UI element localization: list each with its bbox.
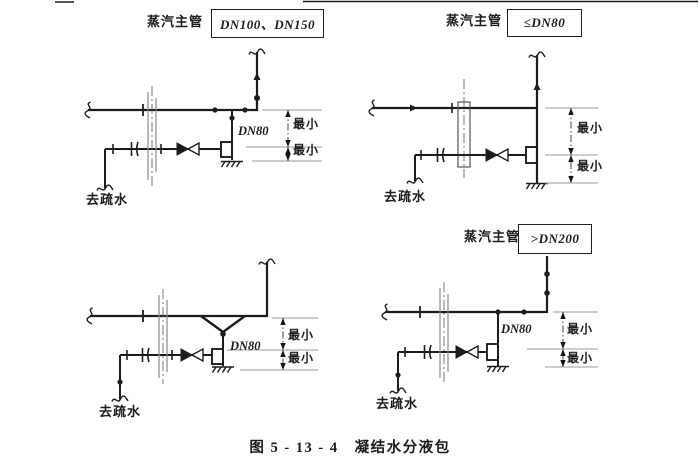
- pipe-break-icon: [258, 258, 276, 266]
- to-drain-label: 去疏水: [99, 404, 142, 419]
- size-box: >DN200: [518, 224, 592, 254]
- pipe-support-icon: [525, 182, 549, 190]
- drip-pocket: [220, 141, 233, 158]
- pipe-support-icon: [220, 160, 244, 168]
- diagram-bottom-right: [381, 256, 598, 395]
- weld-dot: [544, 290, 550, 296]
- min-dimension-label: 最小: [288, 328, 315, 342]
- dimension-lines: [227, 317, 318, 371]
- valve-icon: [176, 142, 200, 156]
- weld-dot: [212, 107, 218, 113]
- branch-size-label: DN80: [501, 322, 532, 336]
- weld-dot: [254, 95, 260, 101]
- drip-pocket: [486, 343, 499, 361]
- valve-icon: [455, 345, 479, 359]
- diagram-top-left: [84, 48, 322, 192]
- pipe-break-icon: [368, 99, 376, 117]
- weld-dot: [395, 372, 401, 378]
- pipe-break-icon: [86, 307, 94, 325]
- flow-arrow-icon: [533, 82, 541, 90]
- size-box: DN100、DN150: [211, 9, 324, 38]
- steam-main-label: 蒸汽主管: [147, 14, 204, 29]
- min-dimension-label: 最小: [577, 159, 604, 173]
- wall-sleeve-icon: [439, 282, 449, 384]
- pipe-break-icon: [381, 303, 389, 321]
- min-dimension-label: 最小: [567, 322, 594, 336]
- flow-arrow-icon: [410, 104, 418, 112]
- reducer-cone-icon: [200, 315, 246, 334]
- diagram-bottom-left: [86, 258, 318, 403]
- wall-sleeve-icon: [158, 289, 168, 384]
- pipe-break-icon: [528, 51, 546, 59]
- steam-main-pipe: [385, 256, 549, 314]
- min-dimension-label: 最小: [288, 351, 315, 365]
- weld-dot: [521, 309, 527, 315]
- to-drain-label: 去疏水: [384, 189, 427, 204]
- to-drain-label: 去疏水: [86, 192, 129, 207]
- size-box: ≤DN80: [507, 9, 582, 37]
- pipe-support-icon: [211, 366, 235, 374]
- dimension-lines: [527, 311, 598, 368]
- wall-sleeve-icon: [457, 79, 471, 178]
- steam-main-label: 蒸汽主管: [464, 229, 521, 244]
- drip-pocket: [211, 348, 224, 365]
- weld-dot: [242, 107, 248, 113]
- min-dimension-label: 最小: [293, 143, 320, 157]
- weld-dot: [117, 379, 123, 385]
- drip-pocket: [525, 146, 538, 164]
- steam-main-pipe: [88, 52, 259, 112]
- figure-caption: 图 5 - 13 - 4 凝结水分液包: [249, 440, 451, 456]
- valve-icon: [180, 348, 204, 362]
- min-dimension-label: 最小: [293, 117, 320, 131]
- pipe-break-icon: [84, 101, 92, 119]
- steam-main-pipe: [90, 262, 269, 318]
- dimension-lines: [545, 107, 598, 184]
- steam-main-label: 蒸汽主管: [446, 13, 503, 28]
- valve-icon: [485, 148, 509, 162]
- pipe-break-icon: [248, 48, 266, 56]
- diagram-top-right: [368, 51, 598, 190]
- min-dimension-label: 最小: [567, 351, 594, 365]
- min-dimension-label: 最小: [577, 121, 604, 135]
- dimension-lines: [246, 109, 322, 162]
- weld-dot: [544, 271, 550, 277]
- pipe-support-icon: [486, 365, 510, 373]
- branch-size-label: DN80: [238, 124, 269, 138]
- wall-sleeve-icon: [147, 86, 157, 186]
- flow-arrow-icon: [253, 72, 261, 80]
- to-drain-label: 去疏水: [376, 396, 419, 411]
- branch-size-label: DN80: [230, 339, 261, 353]
